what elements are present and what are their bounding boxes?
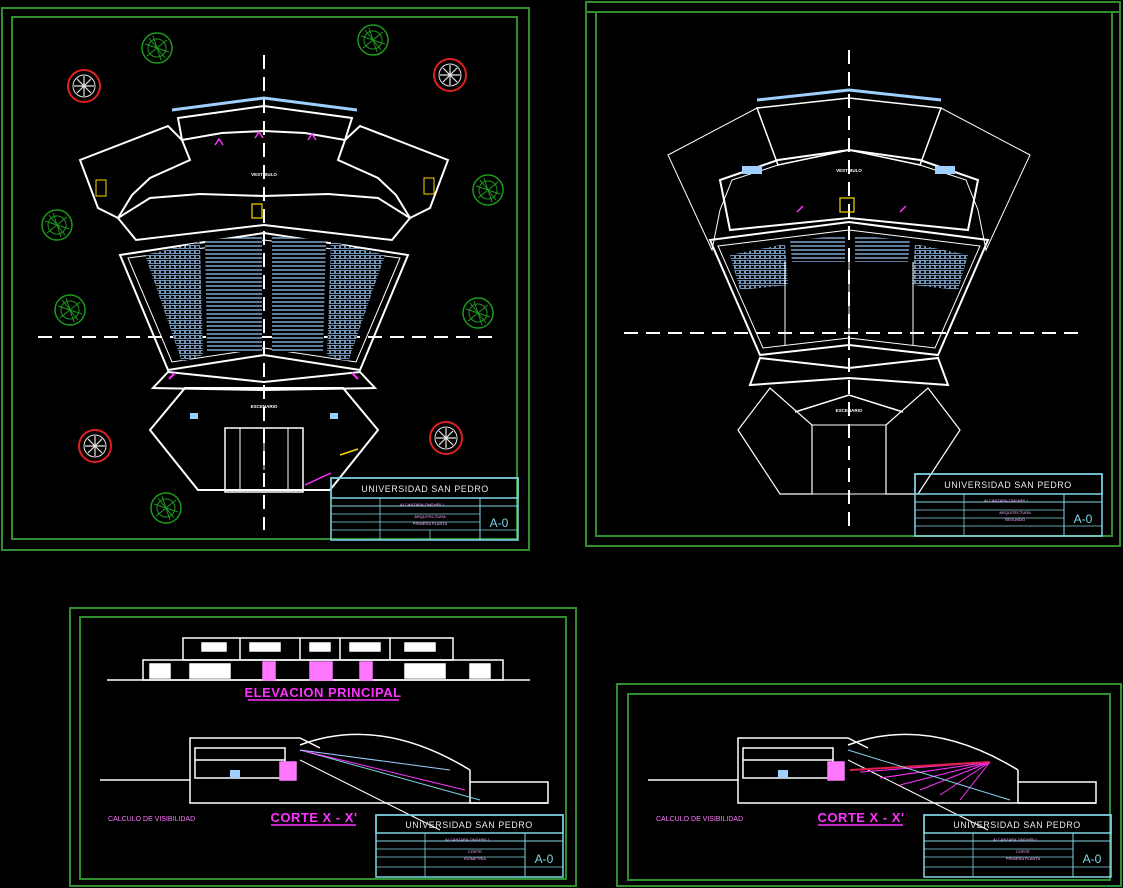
room-label-escenario: ESCENARIO [836,408,863,413]
tree-icon [462,297,494,329]
tree-red-icon [433,58,467,92]
visibility-note: CALCULO DE VISIBILIDAD [108,816,195,823]
tree-red-icon [78,429,112,463]
title-block-drawing-line1: ARQUITECTURA [414,514,446,519]
title-block-institution: UNIVERSIDAD SAN PEDRO [361,484,489,494]
visibility-lines [847,749,1011,801]
tree-icon [141,32,173,64]
title-block-author: ALCANTARA ONGHEILI [400,502,444,507]
tree-icon [150,492,182,524]
title-block-institution: UNIVERSIDAD SAN PEDRO [405,820,533,830]
sheet-floor-plan-1: VESTIBULO ESCENARIO UNIVERSIDAD SAN PEDR… [1,7,530,551]
title-block-code: A-0 [1083,852,1102,866]
tree-red-icon [429,421,463,455]
title-block-drawing-line1: ARQUITECTURA [999,510,1031,515]
title-block-institution: UNIVERSIDAD SAN PEDRO [953,820,1081,830]
elevation-title: ELEVACION PRINCIPAL [244,685,401,700]
title-block-drawing-line1: CORTE [1016,849,1030,854]
sheet-elevation-section: ELEVACION PRINCIPAL CALCULO DE VISIBILID… [69,607,577,887]
tree-icon [357,24,389,56]
room-label-vestibulo: VESTIBULO [251,172,277,177]
title-block-author: ALCANTARA ONGHEILI [445,837,489,842]
sheet-outer-frame [616,683,1122,887]
section-title: CORTE X - X' [270,810,357,825]
title-block-drawing-line2: PRIMERA PLANTA [413,521,448,526]
room-label-vestibulo: VESTIBULO [836,168,862,173]
tree-icon [41,209,73,241]
title-block-code: A-0 [490,516,509,530]
title-block: UNIVERSIDAD SAN PEDRO ALCANTARA ONGHEILI… [914,473,1103,537]
sheet-inner-frame [11,16,518,540]
title-block-drawing-line2: SEGUNDO [1005,517,1025,522]
title-block-author: ALCANTARA ONGHEILI [984,498,1028,503]
sheet-inner-frame [627,693,1111,881]
sheet-outer-frame [1,7,530,551]
section-title: CORTE X - X' [817,810,904,825]
elevation-drawing [107,637,530,681]
visibility-lines [299,749,481,801]
sheet-section: CALCULO DE VISIBILIDAD CORTE X - X' UNIV… [616,683,1122,887]
title-block: UNIVERSIDAD SAN PEDRO ALCANTARA ONGHEILI… [375,814,564,878]
sheet-outer-frame [585,1,1121,547]
tree-icon [54,294,86,326]
sheet-floor-plan-2: VESTIBULO ESCENARIO UNIVERSIDAD SAN PEDR… [585,1,1121,547]
title-block-institution: UNIVERSIDAD SAN PEDRO [944,480,1072,490]
title-block: UNIVERSIDAD SAN PEDRO ALCANTARA ONGHEILI… [923,814,1112,878]
fixtures [742,166,955,213]
title-block: UNIVERSIDAD SAN PEDRO ALCANTARA ONGHEILI… [330,477,519,541]
sheet-inner-frame [79,616,567,880]
building-plan [78,96,450,493]
title-block-drawing-line2: ISOMETRIA [464,856,486,861]
title-block-author: ALCANTARA ONGHEILI [993,837,1037,842]
building-plan [667,88,1031,495]
seating-area [145,236,385,362]
fixtures [95,130,435,486]
section-drawing [648,733,1097,831]
room-label-escenario: ESCENARIO [251,404,278,409]
title-block-drawing-line2: PRIMERA PLANTA [1006,856,1041,861]
sheet-outer-frame [69,607,577,887]
section-drawing [100,733,549,831]
tree-red-icon [67,69,101,103]
seating-area [730,236,968,345]
title-block-drawing-line1: CORTE [468,849,482,854]
visibility-note: CALCULO DE VISIBILIDAD [656,816,743,823]
tree-icon [472,174,504,206]
title-block-code: A-0 [1074,512,1093,526]
title-block-code: A-0 [535,852,554,866]
